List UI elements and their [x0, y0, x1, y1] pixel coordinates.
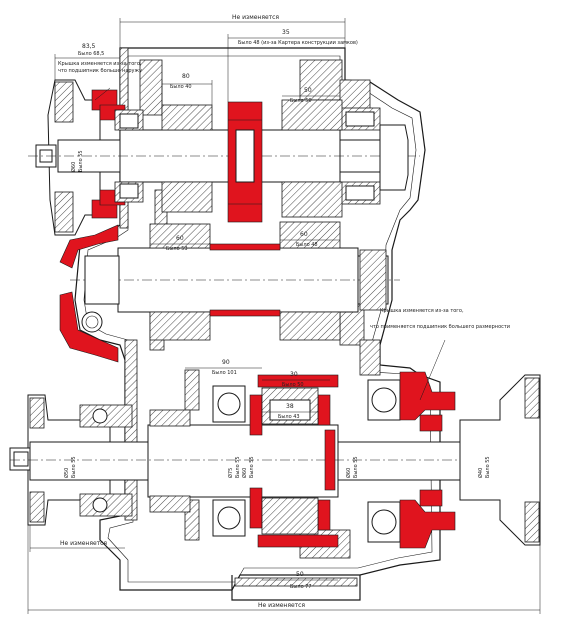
dim-bottom-overall: Не изменяется	[258, 602, 305, 609]
dim-38-low-note: Было 43	[278, 414, 300, 420]
dim-80-top: 80	[182, 73, 190, 80]
dim-shaft-left-low-d-note: Было 55	[71, 456, 77, 478]
dim-shaft-far-right-d-note: Было 55	[485, 456, 491, 478]
dim-90-low-note: Было 101	[212, 370, 237, 376]
dim-50-bottom: 50	[296, 571, 304, 578]
lower-shaft	[9, 371, 541, 549]
note-right-2: что применяется подшипник большего разме…	[370, 324, 510, 330]
dim-60-mid2-note: Было 48	[296, 242, 318, 248]
dim-shaft-far-right-d: Ø40	[477, 468, 484, 478]
note-right-1: Крышка изменяется из-за того,	[380, 308, 464, 314]
dim-shaft-low-d2-note: Было 55	[235, 456, 241, 478]
dim-50-bottom-note: Было 77	[290, 584, 312, 590]
dimension-lines	[27, 18, 541, 614]
dim-shaft-low-right-d: Ø60	[345, 468, 352, 478]
dim-38-low: 38	[286, 403, 294, 410]
dim-60-mid: 60	[176, 235, 184, 242]
dim-shaft-left-low-d: Ø50	[63, 468, 70, 478]
dim-shaft-top-d: Ø60	[70, 162, 77, 172]
dim-shaft-top-d-note: Было 55	[78, 150, 84, 172]
dim-left-835: 83,5	[82, 43, 96, 50]
dim-60-mid2: 60	[300, 231, 308, 238]
dim-top-35-note: Было 48 (из-за Картера конструкции замко…	[238, 40, 358, 46]
dim-30-low-note: Было 50	[282, 382, 304, 388]
dim-shaft-low-d2: Ø75	[227, 468, 234, 478]
dim-60-mid-note: Было 53	[166, 246, 188, 252]
dim-50-top: 50	[304, 87, 312, 94]
dim-80-top-note: Было 40	[170, 84, 192, 90]
dim-shaft-low-d: Ø60	[241, 468, 248, 478]
dim-shaft-low-d-note: Было 55	[249, 456, 255, 478]
dim-shaft-low-right-d-note: Было 55	[353, 456, 359, 478]
dimension-labels: Не изменяется 35 Было 48 (из-за Картера …	[58, 14, 510, 609]
note-top-left-2: что подшипник больше наружу	[58, 68, 142, 74]
dim-90-low: 90	[222, 359, 230, 366]
note-top-left-1: Крышка изменяется из-за того,	[58, 61, 142, 67]
shaft-diameter-labels: Ø60 Было 55 Ø50 Было 55 Ø75 Было 55 Ø60 …	[63, 150, 491, 478]
dim-top-overall: Не изменяется	[232, 14, 279, 21]
dim-50-top-note: Было 50	[290, 98, 312, 104]
dim-bottom-left: Не изменяется	[60, 540, 107, 547]
dim-left-835-note: Было 68,5	[78, 51, 104, 57]
dim-top-35: 35	[282, 29, 290, 36]
top-shaft	[28, 99, 420, 223]
dim-30-low: 30	[290, 371, 298, 378]
